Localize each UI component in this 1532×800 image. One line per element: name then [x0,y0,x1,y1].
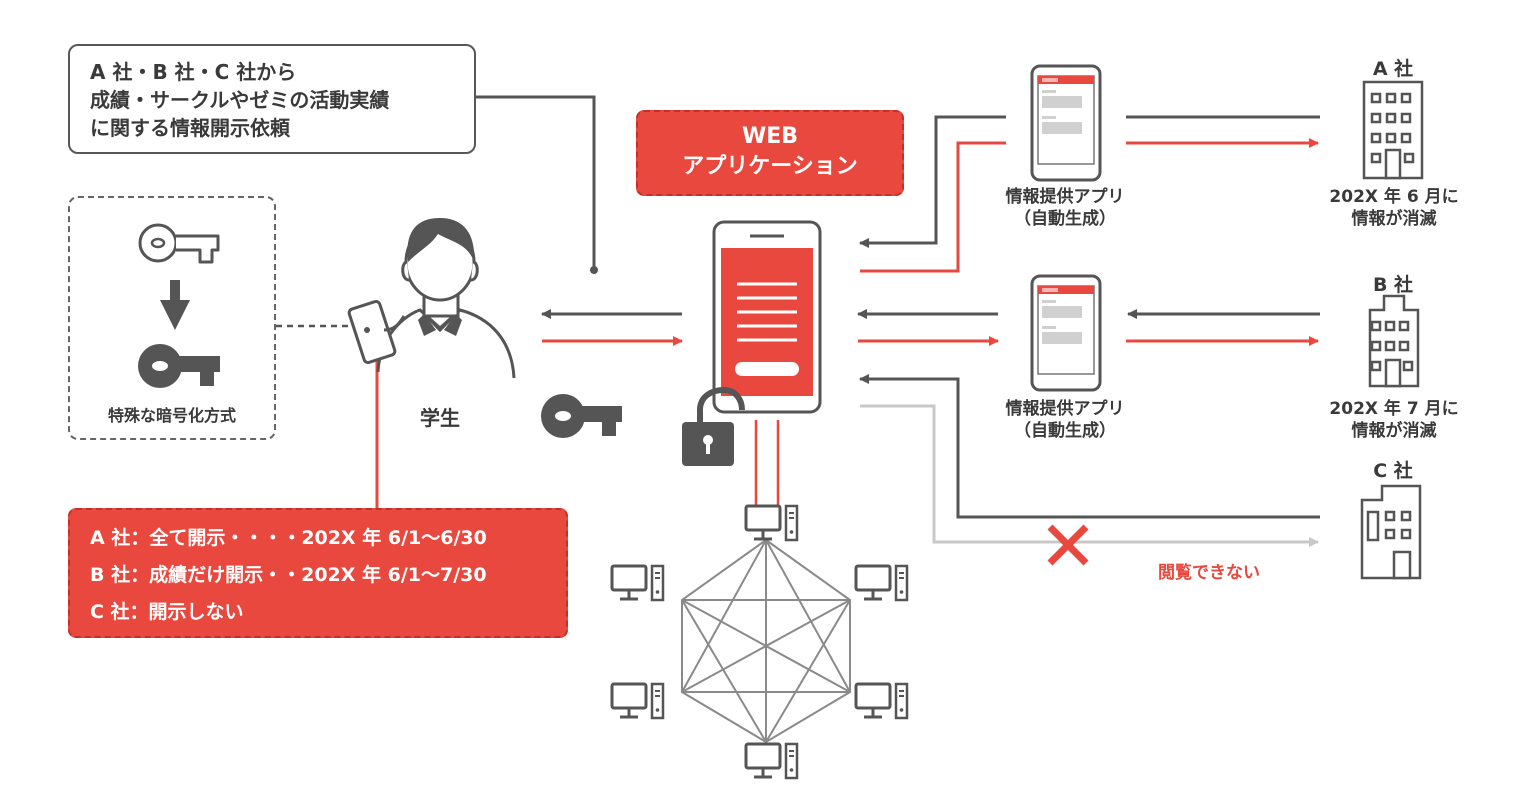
webapp-smartphone-icon [712,220,822,414]
computer-icon [744,742,799,780]
info-app-caption-line: （自動生成） [1014,209,1116,229]
request-box: A 社・B 社・C 社から 成績・サークルやゼミの活動実績 に関する情報開示依頼 [68,44,476,154]
computer-icon [610,682,665,720]
request-connector [476,95,598,274]
cannot-view-label: 閲覧できない [1158,563,1260,583]
company-c-name: C 社 [1373,460,1413,482]
building-icon [1368,294,1420,388]
info-app-caption-line: （自動生成） [1014,421,1116,441]
network-mesh [681,538,851,744]
cross-icon [1047,524,1089,566]
network-link [754,420,780,505]
key-outline-icon [138,223,220,264]
info-app-phone-icon [1030,274,1102,392]
info-app-caption-2: 情報提供アプリ （自動生成） [990,398,1140,442]
encryption-label: 特殊な暗号化方式 [107,406,236,425]
permission-row-a: A 社：全て開示・・・・202X 年 6/1〜6/30 [90,527,487,549]
computer-icon [854,564,909,602]
company-note-line: 202X 年 6 月に [1329,187,1459,207]
info-app-phone-icon [1030,64,1102,182]
route-a-outbound [860,141,1006,273]
permission-row-b: B 社：成績だけ開示・・202X 年 6/1〜7/30 [90,564,487,586]
company-b-name: B 社 [1372,274,1414,296]
request-line-3: に関する情報開示依頼 [90,116,290,140]
person-icon [376,218,516,379]
computer-icon [854,682,909,720]
permission-row-c: C 社：開示しない [90,601,244,623]
company-note-line: 202X 年 7 月に [1329,399,1459,419]
route-c-inbound [859,374,1320,519]
route-c-blocked [860,404,1319,547]
building-icon [1360,484,1422,580]
computer-icon [744,504,799,542]
webapp-label-line-1: WEB [741,124,799,149]
webapp-label-line-2: アプリケーション [682,154,858,179]
student-smartphone-icon [347,299,406,365]
route-a-inbound [859,115,1006,248]
computer-icon [610,564,665,602]
arrow-down-icon [160,280,190,330]
building-icon [1362,80,1424,180]
key-solid-icon [138,344,220,388]
encryption-box [68,196,276,440]
company-note-line: 情報が消滅 [1351,209,1437,229]
info-app-caption-1: 情報提供アプリ （自動生成） [990,186,1140,230]
permissions-box: A 社：全て開示・・・・202X 年 6/1〜6/30 B 社：成績だけ開示・・… [68,508,568,638]
request-line-1: A 社・B 社・C 社から [90,60,297,84]
company-a-note: 202X 年 6 月に 情報が消滅 [1310,186,1478,230]
info-app-caption-line: 情報提供アプリ [1005,399,1125,419]
company-note-line: 情報が消滅 [1351,421,1437,441]
company-b-note: 202X 年 7 月に 情報が消滅 [1310,398,1478,442]
student-label: 学生 [420,406,460,430]
unlocked-padlock-icon [682,386,745,466]
webapp-label-box: WEB アプリケーション [636,110,904,196]
request-line-2: 成績・サークルやゼミの活動実績 [90,88,390,112]
key-solid-icon [541,394,622,438]
info-app-caption-line: 情報提供アプリ [1005,187,1125,207]
company-a-name: A 社 [1372,58,1414,80]
